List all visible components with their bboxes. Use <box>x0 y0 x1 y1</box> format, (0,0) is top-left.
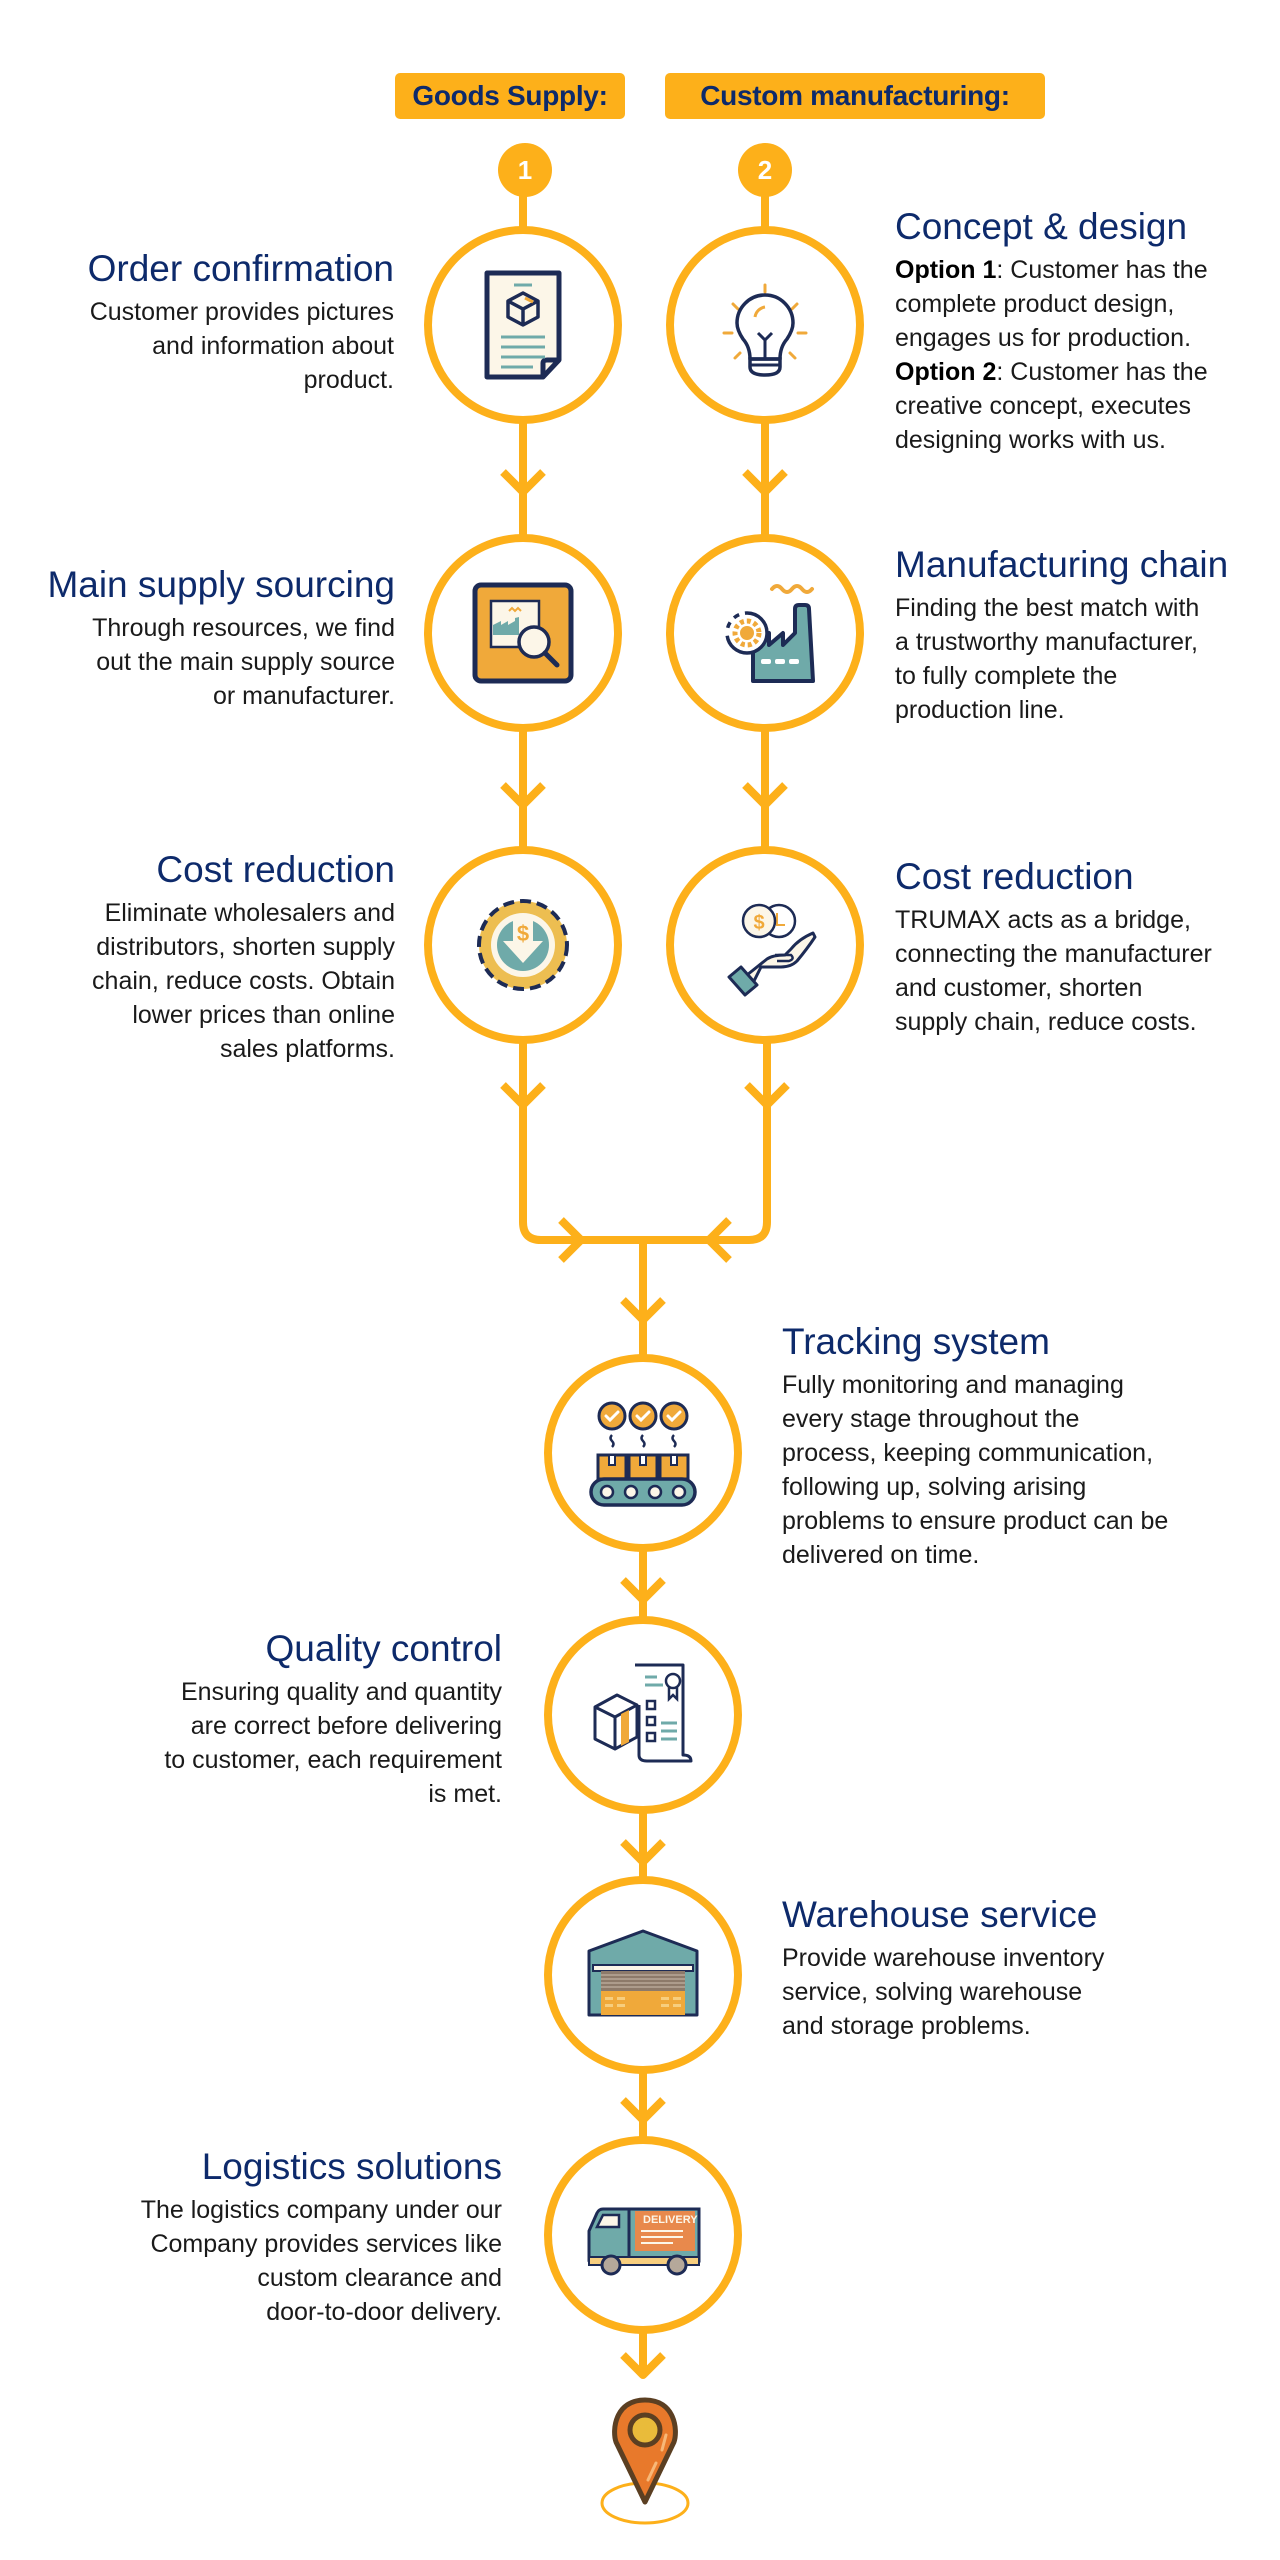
step-description: Fully monitoring and managing every stag… <box>782 1371 1169 1569</box>
arrow-down-icon <box>620 2352 666 2379</box>
conveyor-check-icon <box>589 1401 697 1507</box>
step-description: Provide warehouse inventory service, sol… <box>782 1944 1105 2040</box>
goods-supply-header: Goods Supply: <box>395 73 625 119</box>
step-tracking-system: Tracking system Fully monitoring and man… <box>782 1320 1242 1572</box>
step-description: Customer provides pictures and informati… <box>89 298 394 394</box>
step-concept-design: Concept & design Option 1: Customer has … <box>895 205 1265 457</box>
location-pin-icon <box>600 2397 690 2525</box>
step-cost-reduction-custom: Cost reduction TRUMAX acts as a bridge, … <box>895 855 1265 1039</box>
step-warehouse-service: Warehouse service Provide warehouse inve… <box>782 1893 1202 2043</box>
arrow-right-icon <box>558 1217 585 1263</box>
factory-gear-icon <box>725 584 815 683</box>
step-title: Manufacturing chain <box>895 544 1229 585</box>
option-2-label: Option 2 <box>895 358 997 386</box>
step-title: Warehouse service <box>782 1894 1098 1935</box>
step-title: Tracking system <box>782 1321 1050 1362</box>
lightbulb-icon <box>722 283 808 377</box>
svg-text:$: $ <box>517 921 529 946</box>
document-box-icon <box>484 270 562 380</box>
arrow-down-icon <box>742 782 788 809</box>
arrow-down-icon <box>620 1839 666 1866</box>
step-manufacturing-chain: Manufacturing chain Finding the best mat… <box>895 543 1265 727</box>
step-order-confirmation: Order confirmation Customer provides pic… <box>64 247 394 397</box>
step-circle <box>666 226 864 424</box>
arrow-down-icon <box>744 1082 790 1109</box>
step-title: Concept & design <box>895 206 1188 247</box>
step-description: Eliminate wholesalers and distributors, … <box>92 899 395 1063</box>
arrow-down-icon <box>500 469 546 496</box>
step-title: Order confirmation <box>87 248 394 289</box>
step-cost-reduction-goods: Cost reduction Eliminate wholesalers and… <box>25 848 395 1066</box>
step-title: Cost reduction <box>895 856 1134 897</box>
arrow-down-icon <box>500 1082 546 1109</box>
truck-label: DELIVERY <box>643 2214 698 2226</box>
step-title: Quality control <box>265 1628 503 1669</box>
arrow-down-icon <box>500 782 546 809</box>
step-title: Logistics solutions <box>201 2146 502 2187</box>
step-description: Through resources, we find out the main … <box>92 614 395 710</box>
warehouse-icon <box>587 1929 699 2017</box>
custom-manufacturing-header: Custom manufacturing: <box>665 73 1045 119</box>
step-description: Ensuring quality and quantity are correc… <box>164 1678 502 1808</box>
step-description: Option 1: Customer has the complete prod… <box>895 256 1208 454</box>
step-description: The logistics company under our Company … <box>140 2196 502 2326</box>
factory-search-icon <box>472 582 574 684</box>
arrow-down-icon <box>620 2097 666 2124</box>
step-description: TRUMAX acts as a bridge, connecting the … <box>895 906 1212 1036</box>
arrow-down-icon <box>742 469 788 496</box>
option-1-label: Option 1 <box>895 256 997 284</box>
hand-coins-icon: $ <box>727 903 817 997</box>
delivery-truck-icon: DELIVERY <box>587 2207 701 2276</box>
gear-dollar-down-icon: $ <box>477 899 569 991</box>
arrow-down-icon <box>620 1577 666 1604</box>
box-checklist-icon <box>593 1663 693 1763</box>
step-title: Main supply sourcing <box>47 564 395 605</box>
step-logistics-solutions: Logistics solutions The logistics compan… <box>90 2145 502 2329</box>
svg-text:$: $ <box>753 912 764 934</box>
step-badge-2: 2 <box>738 143 792 197</box>
step-main-supply-sourcing: Main supply sourcing Through resources, … <box>25 563 395 713</box>
step-description: Finding the best match with a trustworth… <box>895 594 1200 724</box>
step-circle <box>666 846 864 1044</box>
step-badge-1: 1 <box>498 143 552 197</box>
arrow-left-icon <box>705 1217 732 1263</box>
arrow-down-icon <box>620 1297 666 1324</box>
step-quality-control: Quality control Ensuring quality and qua… <box>110 1627 502 1811</box>
step-title: Cost reduction <box>156 849 395 890</box>
merge-connector <box>519 1080 771 1244</box>
